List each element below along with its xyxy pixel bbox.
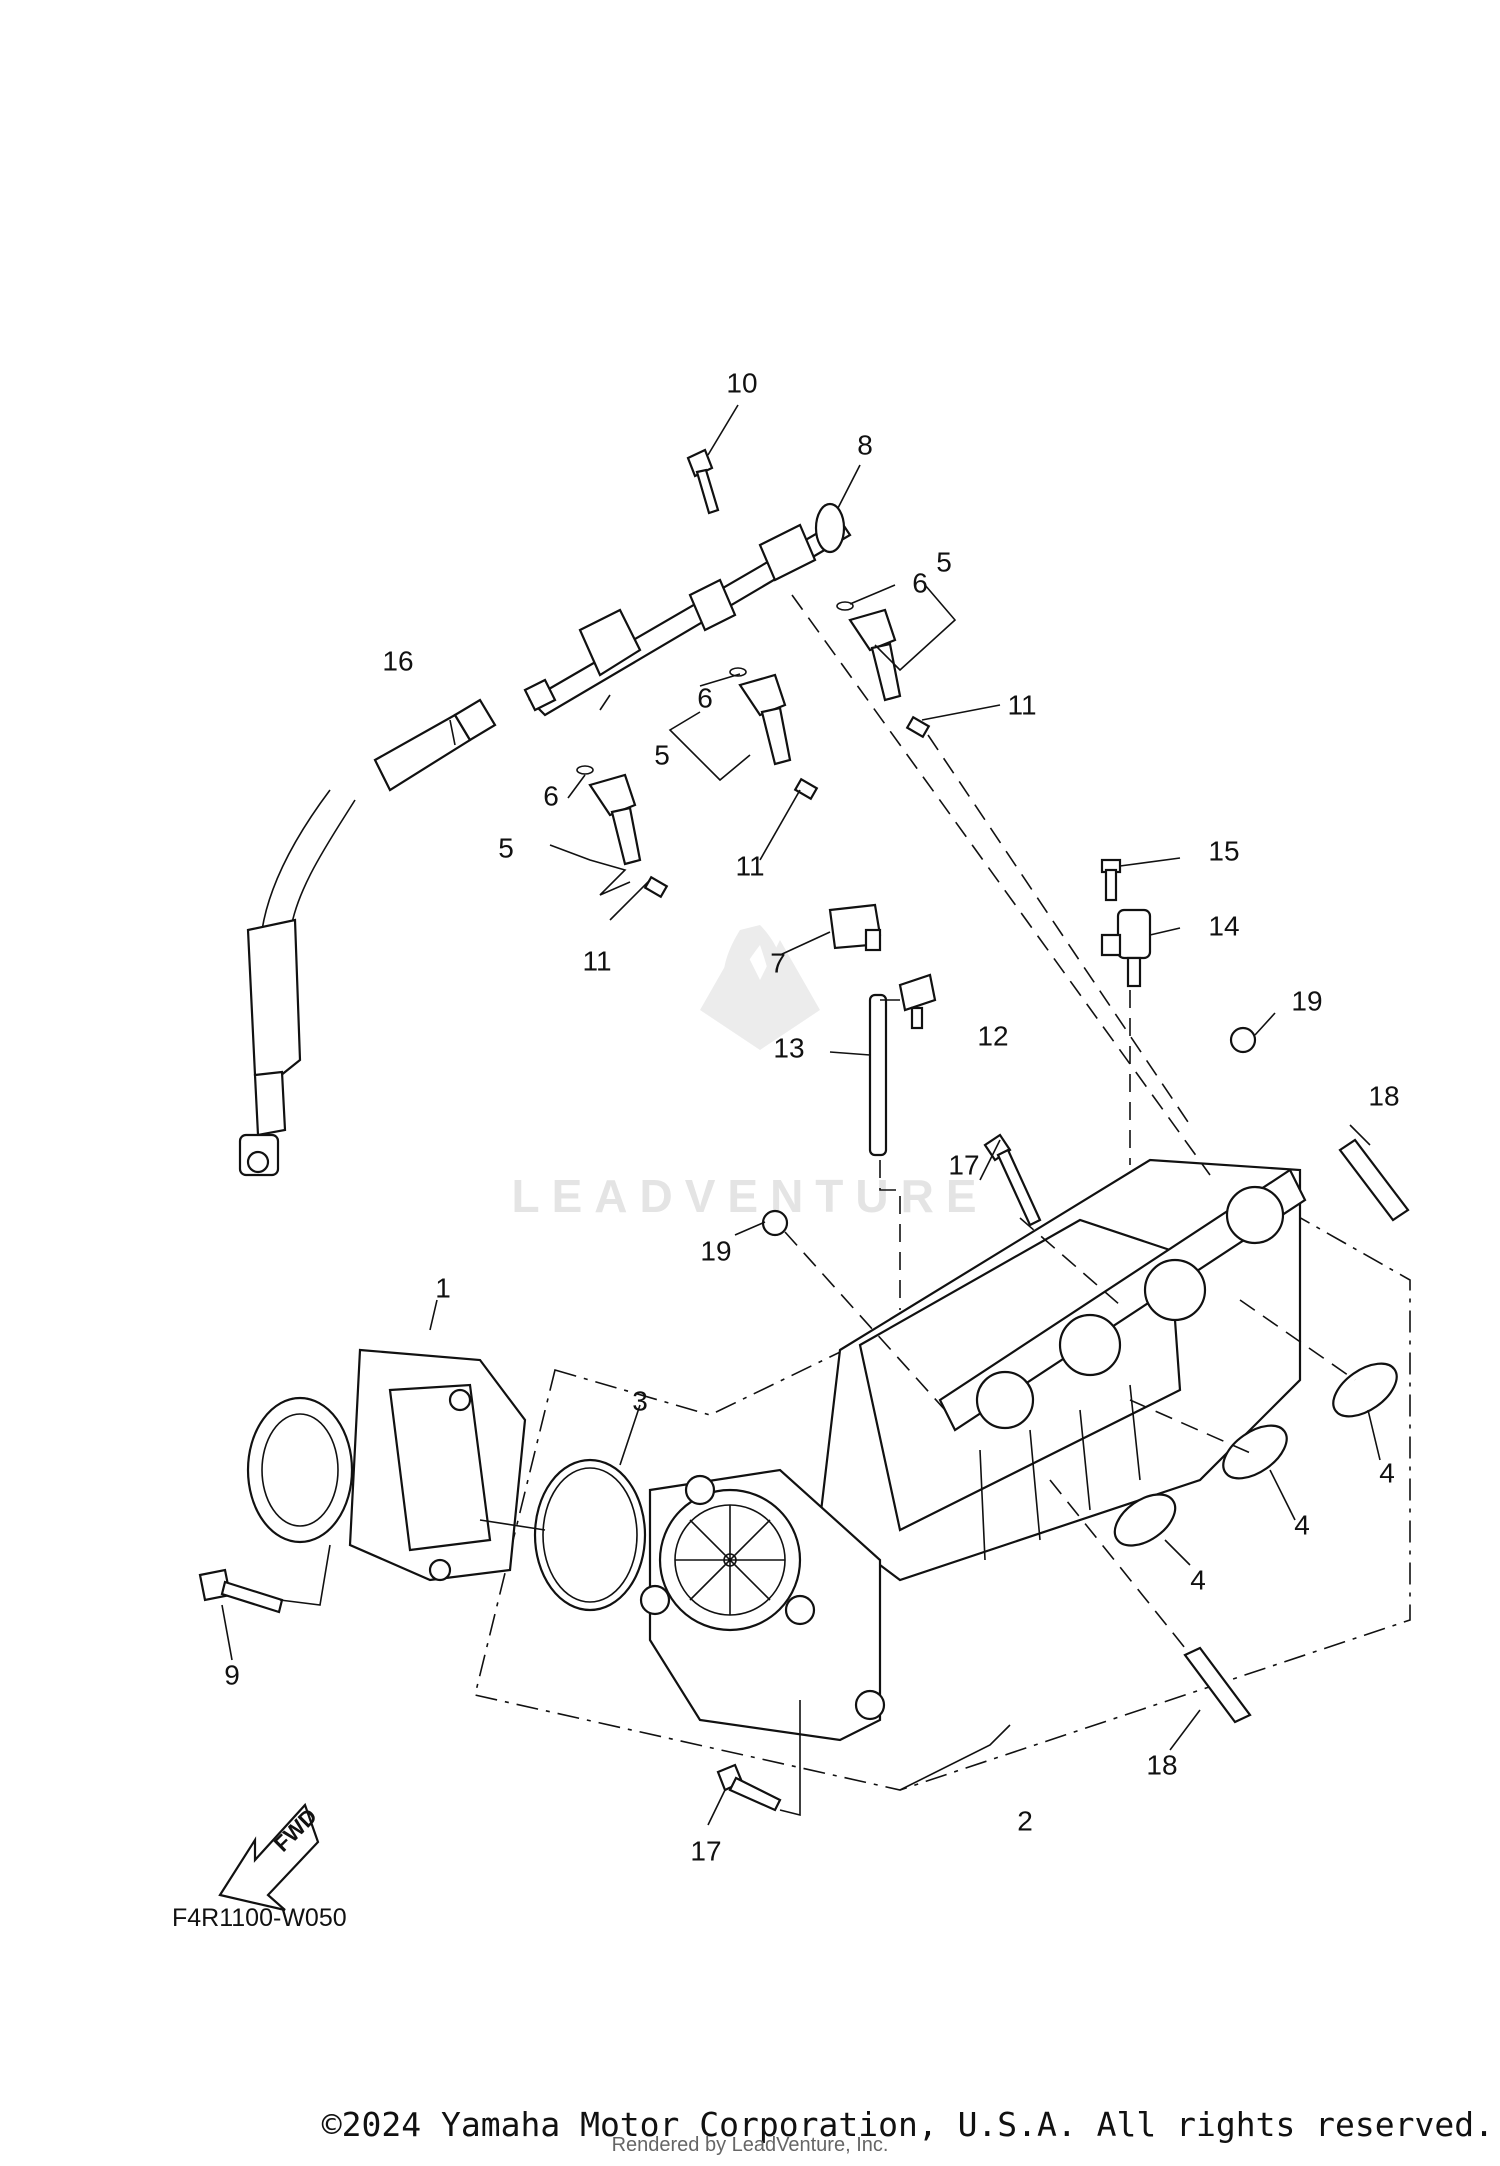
callout-4-a: 4: [1379, 1457, 1395, 1488]
injector-1: [576, 765, 669, 899]
callout-19-a: 19: [1291, 985, 1322, 1016]
diagram-code: F4R1100-W050: [172, 1904, 347, 1932]
gasket-3: [533, 1458, 647, 1612]
sensor-14: [1100, 908, 1152, 988]
fwd-arrow: FWD: [218, 1802, 322, 1912]
watermark-text: LEADVENTURE: [511, 1170, 988, 1222]
o-ring-4-a: [1113, 1493, 1177, 1547]
callout-8: 8: [857, 429, 873, 460]
callout-5-c: 5: [498, 832, 514, 863]
callout-11-c: 11: [582, 945, 611, 976]
bolt-17-bottom: [716, 1763, 782, 1812]
callout-17-b: 17: [690, 1835, 721, 1866]
throttle-body: [246, 1348, 527, 1582]
callout-11-a: 11: [1007, 689, 1036, 720]
rendered-by: Rendered by LeadVenture, Inc.: [611, 2134, 889, 2156]
callout-11-b: 11: [735, 850, 764, 881]
callout-6-b: 6: [697, 682, 713, 713]
o-ring-4-b: [1222, 1424, 1288, 1480]
intake-manifold: [639, 1158, 1307, 1742]
callout-3: 3: [632, 1385, 648, 1416]
callout-17-a: 17: [948, 1149, 979, 1180]
bolt-15: [1100, 858, 1122, 902]
callout-10: 10: [726, 367, 757, 398]
callout-9: 9: [224, 1659, 240, 1690]
assembly-boundary: [474, 1189, 1411, 1791]
stud-18-top: [1338, 1138, 1410, 1222]
nut-19-left: [761, 1209, 789, 1237]
stud-18-bottom: [1183, 1646, 1252, 1724]
fuel-hose: [238, 698, 497, 1177]
callout-5-a: 5: [936, 546, 952, 577]
callout-2: 2: [1017, 1805, 1033, 1836]
nut-19-top: [1229, 1026, 1257, 1054]
callout-1: 1: [435, 1272, 451, 1303]
bolt-10: [686, 448, 720, 515]
callout-6-a: 6: [912, 567, 928, 598]
callout-18-a: 18: [1368, 1080, 1399, 1111]
callout-13: 13: [773, 1032, 804, 1063]
copyright-notice: ©2024 Yamaha Motor Corporation, U.S.A. A…: [321, 2105, 1494, 2144]
callout-labels: 1 2 3 4 4 4 5 5 5 6 6 6 7 8 9 10 11 11 1…: [224, 367, 1399, 1866]
sensor-12: [898, 973, 937, 1030]
callout-15: 15: [1208, 835, 1239, 866]
callout-14: 14: [1208, 910, 1239, 941]
bolt-9: [198, 1568, 284, 1614]
leader-lines: [221, 404, 1381, 1826]
callout-12: 12: [977, 1020, 1008, 1051]
callout-7: 7: [770, 947, 786, 978]
injector-2: [729, 667, 819, 801]
bolt-17-top: [983, 1133, 1042, 1227]
callout-16: 16: [382, 645, 413, 676]
injector-3: [836, 601, 931, 739]
sensor-7: [828, 903, 882, 952]
callout-4-b: 4: [1294, 1509, 1310, 1540]
callout-4-c: 4: [1190, 1564, 1206, 1595]
pin-13: [868, 993, 888, 1157]
fuel-rail: [523, 502, 852, 717]
callout-6-c: 6: [543, 780, 559, 811]
callout-5-b: 5: [654, 739, 670, 770]
o-ring-4-c: [1332, 1362, 1398, 1418]
leadventure-watermark: LEADVENTURE: [511, 925, 988, 1222]
callout-19-b: 19: [700, 1235, 731, 1266]
callout-18-b: 18: [1146, 1749, 1177, 1780]
